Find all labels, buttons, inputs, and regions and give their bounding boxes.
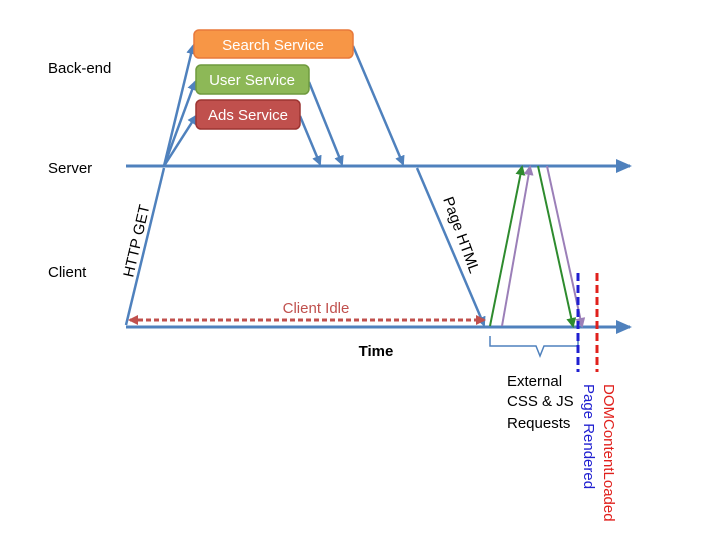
user-service-label: User Service bbox=[209, 72, 295, 89]
user-response-arrow bbox=[307, 81, 344, 166]
http-get-arrow bbox=[124, 167, 166, 326]
user-service-box: User Service bbox=[195, 64, 310, 95]
dom-content-loaded-label: DOMContentLoaded bbox=[600, 384, 617, 522]
search-service-label: Search Service bbox=[222, 37, 324, 54]
lane-label-server: Server bbox=[48, 160, 92, 177]
ads-service-label: Ads Service bbox=[208, 107, 288, 124]
request-to-user-arrow bbox=[162, 80, 197, 167]
css-request-arrow bbox=[489, 165, 526, 327]
js-request-arrow bbox=[501, 165, 534, 327]
ads-service-box: Ads Service bbox=[195, 99, 301, 130]
client-idle-label: Client Idle bbox=[283, 300, 350, 317]
external-requests-label-line-3: Requests bbox=[507, 415, 570, 432]
time-axis-label: Time bbox=[359, 343, 394, 360]
search-service-box: Search Service bbox=[193, 29, 354, 59]
search-response-arrow bbox=[351, 45, 405, 166]
page-html-arrow bbox=[415, 167, 486, 327]
js-response-arrow bbox=[546, 165, 586, 328]
lane-label-client: Client bbox=[48, 264, 87, 281]
css-response-arrow bbox=[537, 165, 577, 328]
ads-response-arrow bbox=[298, 115, 322, 166]
http-get-label: HTTP GET bbox=[120, 203, 153, 279]
page-rendered-label: Page Rendered bbox=[580, 384, 597, 489]
request-to-search-arrow bbox=[162, 44, 196, 167]
lane-label-backend: Back-end bbox=[48, 60, 111, 77]
external-requests-brace bbox=[489, 336, 579, 359]
external-requests-label-line-2: CSS & JS bbox=[507, 393, 574, 410]
external-requests-label-line-1: External bbox=[507, 373, 562, 390]
request-to-ads-arrow bbox=[162, 114, 198, 167]
